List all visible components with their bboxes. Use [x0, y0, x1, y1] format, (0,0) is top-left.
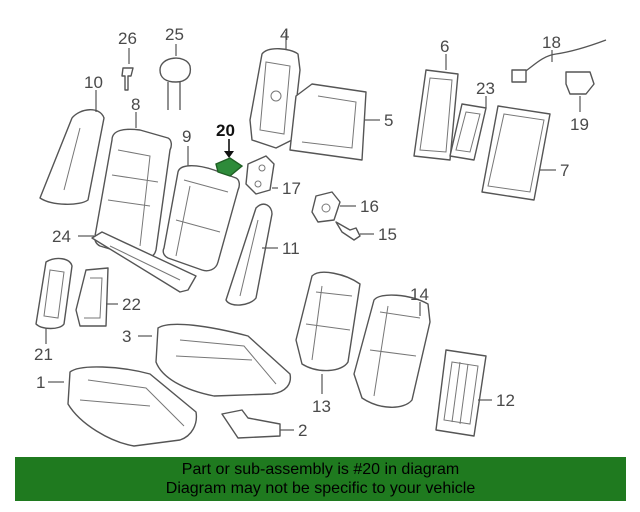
part-22-armrest-housing: [75, 267, 118, 327]
callout-14: 14: [410, 285, 429, 304]
part-19-connector: [565, 71, 595, 112]
callout-7: 7: [560, 161, 569, 180]
callout-5: 5: [384, 111, 393, 130]
callout-13: 13: [312, 397, 331, 416]
callout-1: 1: [36, 373, 45, 392]
banner-line-1: Part or sub-assembly is #20 in diagram: [181, 461, 460, 478]
callout-12: 12: [496, 391, 515, 410]
part-25-headrest: [159, 44, 192, 110]
part-23-pad: [449, 96, 487, 161]
callout-23: 23: [476, 79, 495, 98]
callout-24: 24: [52, 227, 71, 246]
part-5-rear-panel: [289, 83, 380, 161]
part-8-seatback-left: [94, 112, 173, 260]
part-13-cushion: [295, 271, 361, 394]
callout-9: 9: [182, 127, 191, 146]
part-26-clip: [121, 48, 134, 91]
part-2-bracket: [221, 409, 294, 439]
callout-22: 22: [122, 295, 141, 314]
part-1-seat-cushion-frame: [48, 366, 198, 447]
callout-19: 19: [570, 115, 589, 134]
callout-20-highlighted: 20: [216, 121, 235, 140]
callout-11: 11: [282, 239, 300, 258]
callout-6: 6: [440, 37, 449, 56]
callout-26: 26: [118, 29, 137, 48]
callout-10: 10: [84, 73, 103, 92]
callout-2: 2: [298, 421, 307, 440]
part-9-seatback-center: [162, 146, 241, 272]
callout-16: 16: [360, 197, 379, 216]
part-4-frame: [249, 32, 301, 149]
part-17-hinge: [245, 155, 278, 195]
callout-18: 18: [542, 33, 561, 52]
part-18-cable: [511, 39, 607, 83]
callout-21: 21: [34, 345, 53, 364]
part-20-highlighted: [215, 139, 244, 177]
part-info-banner: Part or sub-assembly is #20 in diagram D…: [15, 457, 626, 501]
part-11-side-bolster: [225, 203, 278, 306]
banner-line-2: Diagram may not be specific to your vehi…: [165, 480, 476, 497]
part-3-seat-cushion: [138, 323, 292, 397]
callout-4: 4: [280, 25, 289, 44]
part-15-bolt: [335, 221, 374, 241]
callout-25: 25: [165, 25, 184, 44]
part-7-mat: [481, 105, 556, 201]
part-10-side-bolster: [39, 90, 105, 205]
callout-15: 15: [378, 225, 397, 244]
part-12-mat-panel: [435, 349, 492, 437]
callout-3: 3: [122, 327, 131, 346]
callout-8: 8: [131, 95, 140, 114]
parts-diagram: 1 2 3 4 5 6 7 8 9 10 11 12 13 14 15 16 1…: [34, 25, 607, 447]
part-24-rail: [78, 231, 197, 293]
part-6-cover-panel: [413, 54, 459, 161]
part-16-bracket: [311, 191, 356, 223]
part-21-armrest: [35, 257, 73, 344]
callout-17: 17: [282, 179, 301, 198]
part-14-seatback-right: [353, 294, 431, 408]
